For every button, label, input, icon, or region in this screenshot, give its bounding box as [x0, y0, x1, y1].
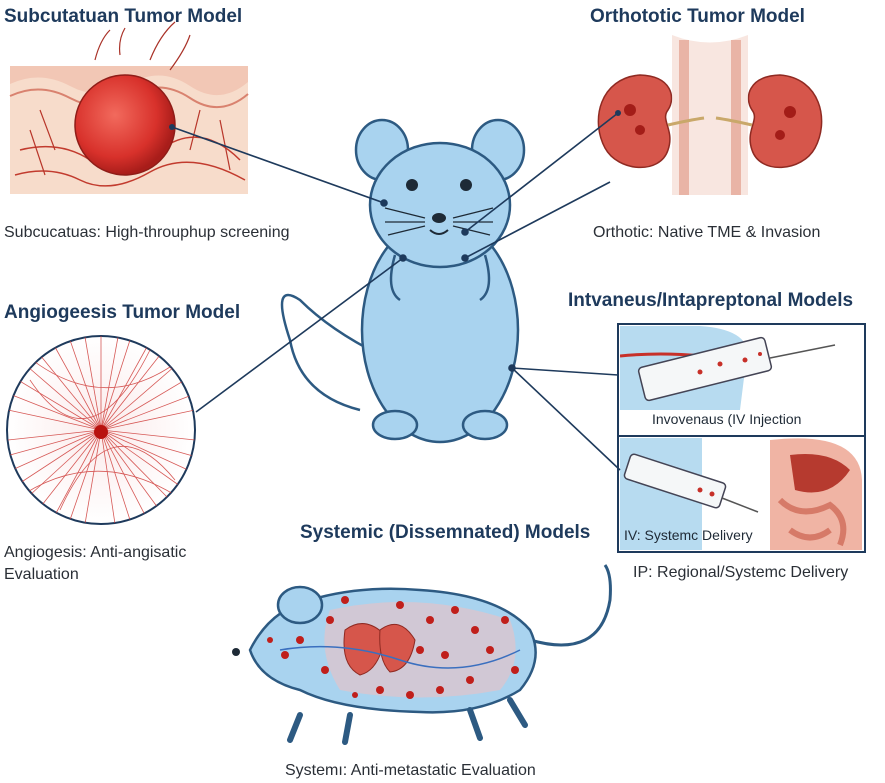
subcutaneous-illustration [9, 21, 249, 194]
central-mouse [280, 118, 526, 444]
systemic-title: Systemic (Dissemnated) Models [300, 522, 591, 543]
angiogenesis-title: Angiogeesis Tumor Model [4, 302, 241, 323]
angiogenesis-caption-line1: Angiogesis: Anti-angisatic [4, 544, 187, 561]
systemic-mouse [232, 564, 612, 745]
iv-ip-panels [617, 323, 866, 553]
kidney-illustration [597, 35, 823, 195]
orthotopic-title: Orthototic Tumor Model [590, 6, 805, 27]
iv-ip-title: Intvaneus/Intapreptonal Models [568, 290, 854, 311]
mouse-face [384, 179, 494, 236]
angiogenesis-illustration [6, 335, 196, 525]
subcutaneous-caption: Subcucatuas: High-throuphup screening [4, 224, 290, 241]
angiogenesis-caption-line2: Evaluation [4, 566, 79, 583]
orthotopic-caption: Orthotic: Native TME & Invasion [593, 224, 821, 241]
systemic-caption: Systemı: Anti-metastatic Evaluation [285, 762, 536, 779]
iv-ip-caption: IP: Regional/Systemc Delivery [633, 564, 849, 581]
connector-lines [171, 112, 621, 471]
iv-panel-caption: Invovenaus (IV Injection [652, 411, 802, 427]
subcutaneous-title: Subcutatuan Tumor Model [4, 6, 243, 27]
ip-panel-caption: IV: Systemc Delivery [624, 527, 753, 543]
